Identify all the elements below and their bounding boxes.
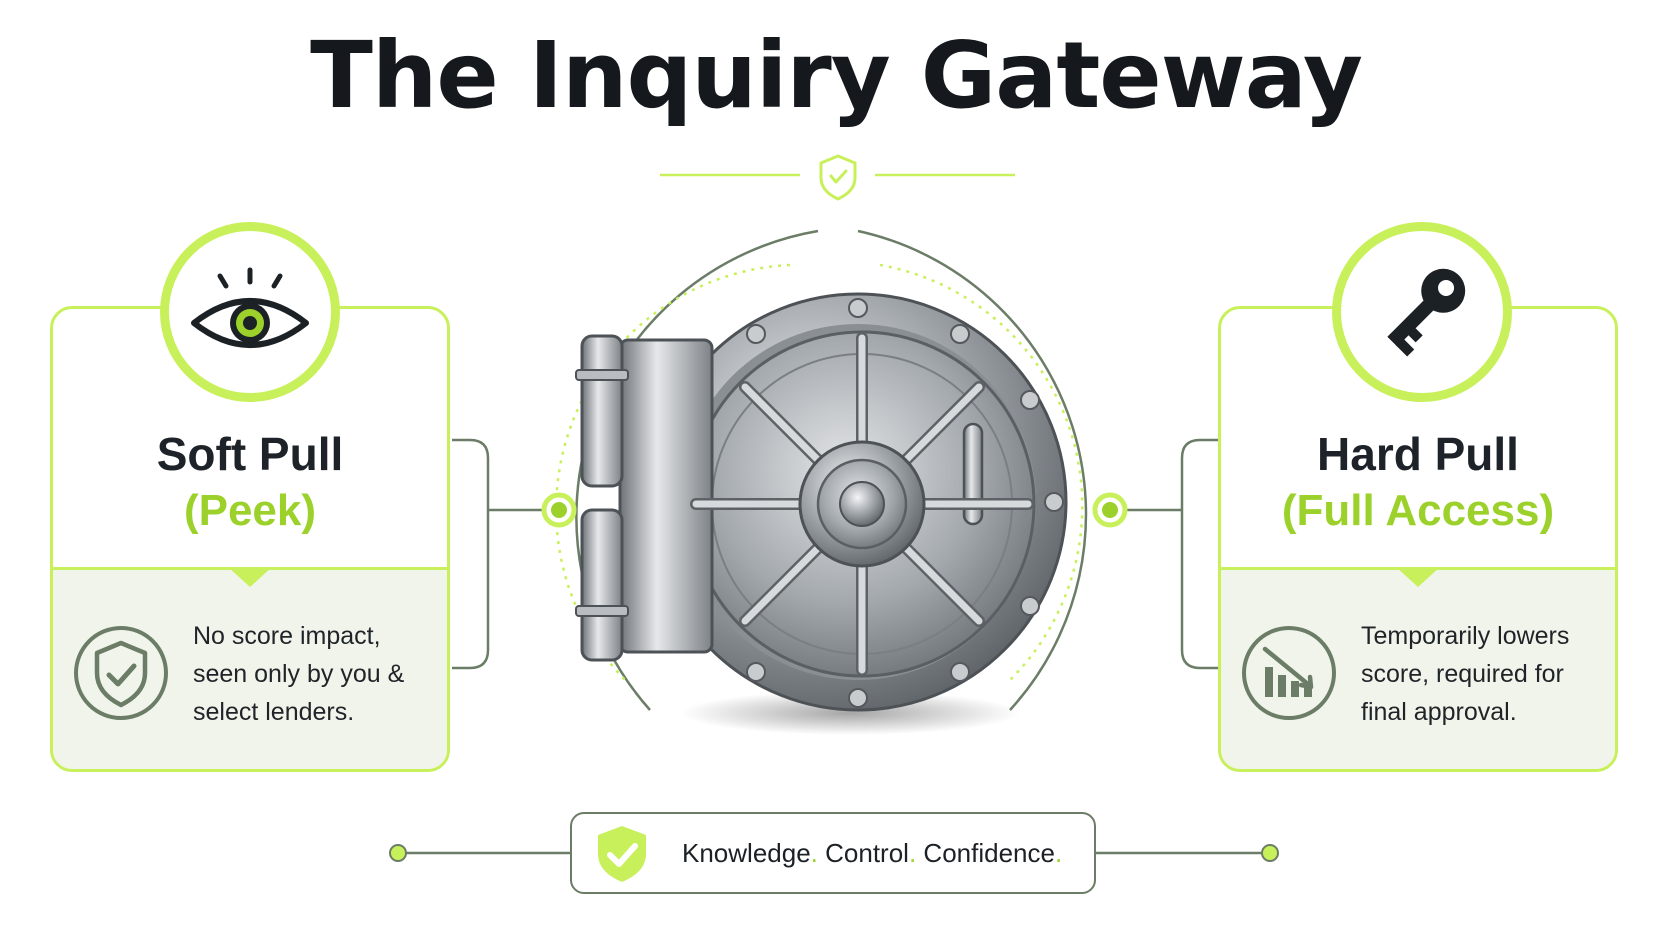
hard-pull-badge xyxy=(1332,222,1512,402)
hard-pull-desc-line: final approval. xyxy=(1361,698,1517,726)
soft-pull-title: Soft Pull xyxy=(156,428,344,480)
eye-icon xyxy=(191,267,309,348)
hard-pull-desc-line: score, required for xyxy=(1361,660,1564,688)
chart-down-icon xyxy=(1242,626,1336,720)
footer-separator: . xyxy=(810,838,818,868)
soft-pull-badge xyxy=(160,222,340,402)
shield-check-icon xyxy=(598,826,646,882)
key-icon xyxy=(1387,268,1466,357)
shield-check-icon xyxy=(74,626,168,720)
hard-pull-subtitle: (Full Access) xyxy=(1281,486,1555,535)
hard-pull-title: Hard Pull xyxy=(1317,428,1519,480)
soft-pull-desc-line: seen only by you & xyxy=(193,660,405,688)
soft-pull-description: No score impact, seen only by you & sele… xyxy=(193,617,431,731)
hard-pull-description: Temporarily lowers score, required for f… xyxy=(1361,617,1599,731)
footer-word: Confidence xyxy=(923,838,1055,868)
card-notch xyxy=(228,567,272,587)
footer-tagline: Knowledge. Control. Confidence. xyxy=(682,838,1062,869)
vault-door-icon xyxy=(575,292,1068,735)
soft-pull-desc-line: select lenders. xyxy=(193,698,355,726)
soft-pull-desc-line: No score impact, xyxy=(193,622,381,650)
footer-word: Knowledge xyxy=(682,838,811,868)
card-notch xyxy=(1396,567,1440,587)
footer-separator: . xyxy=(1054,838,1063,868)
footer-word: Control xyxy=(825,838,909,868)
soft-pull-subtitle: (Peek) xyxy=(183,486,317,535)
page-title: The Inquiry Gateway xyxy=(310,22,1363,129)
footer-separator: . xyxy=(908,838,917,868)
footer-banner: Knowledge. Control. Confidence. xyxy=(570,812,1096,894)
hard-pull-desc-line: Temporarily lowers xyxy=(1361,622,1570,650)
